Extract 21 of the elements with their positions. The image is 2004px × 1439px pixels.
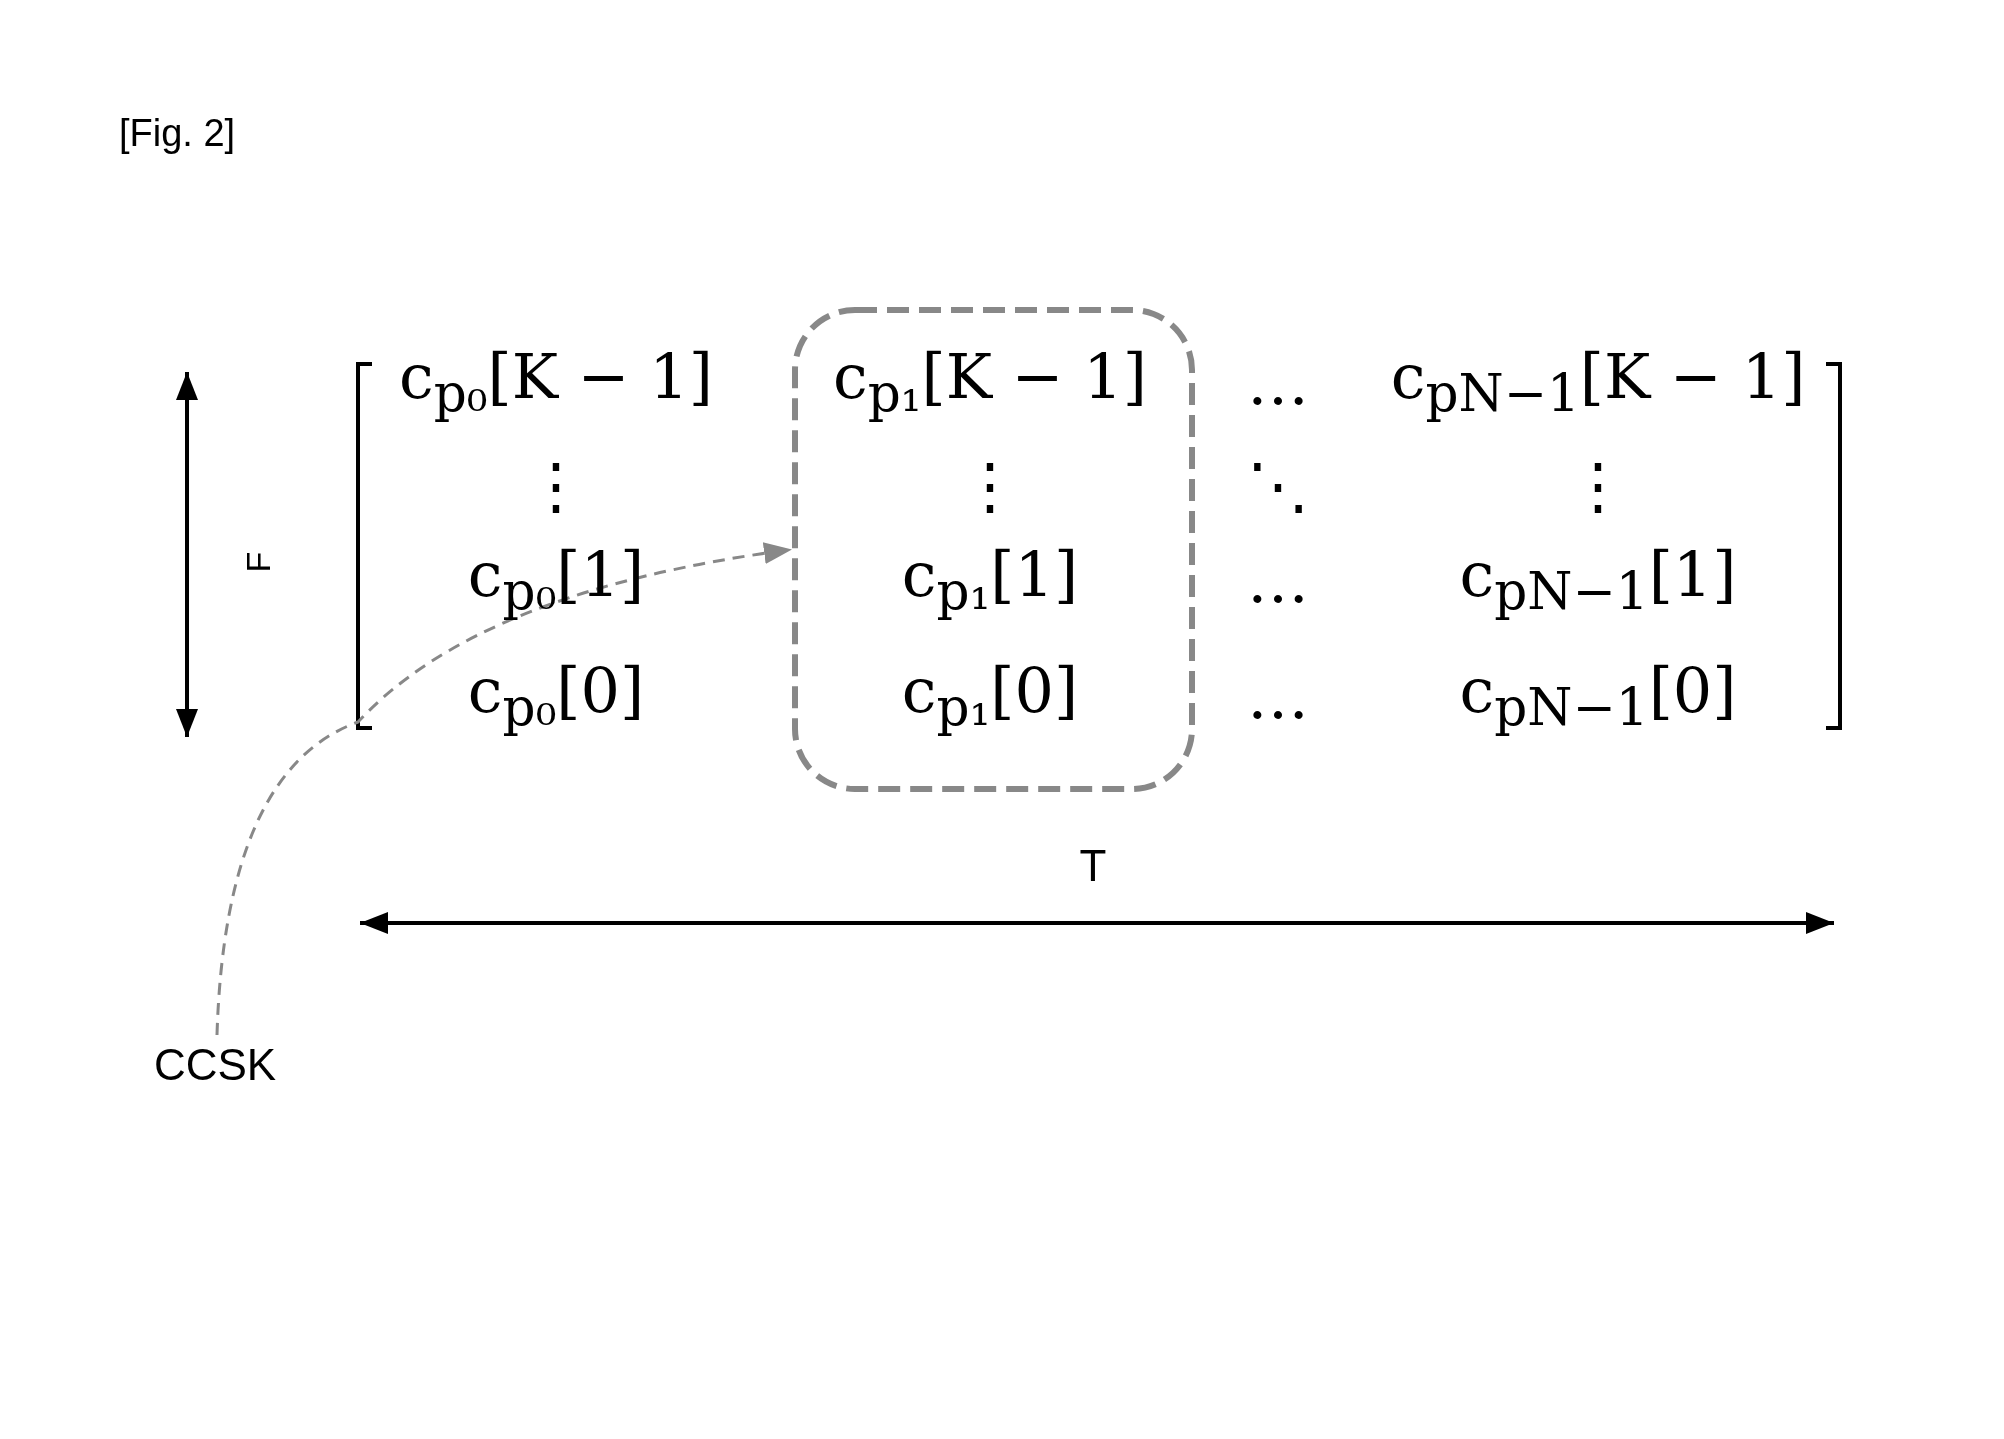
ellipsis: … [1247, 666, 1309, 728]
matrix-entry: c$_{p₀}$[1] [467, 543, 645, 619]
leader-line [215, 542, 793, 1036]
matrix-entry: c$_{p₀}$[0] [467, 659, 645, 735]
matrix-entry: c$_{p₀}$[K − 1] [399, 345, 713, 421]
ellipsis: ⋮ [1567, 455, 1629, 517]
matrix-entry: c$_{p₁}$[K − 1] [833, 345, 1147, 421]
matrix-entry: c$_{p₁}$[1] [901, 543, 1079, 619]
ellipsis: … [1247, 352, 1309, 414]
ellipsis: ⋮ [959, 455, 1021, 517]
axis-label: T [1079, 841, 1107, 891]
matrix-entry: c$_{pN−1}$[K − 1] [1390, 345, 1806, 421]
ellipsis: … [1247, 550, 1309, 612]
matrix-entry: c$_{pN−1}$[0] [1459, 659, 1737, 735]
figure-title: [Fig. 2] [119, 112, 236, 155]
axis-label: F [238, 551, 278, 573]
ellipsis: ⋮ [525, 455, 587, 517]
ellipsis: ⋱ [1247, 455, 1309, 517]
matrix-entry: c$_{pN−1}$[1] [1459, 543, 1737, 619]
matrix-entry: c$_{p₁}$[0] [901, 659, 1079, 735]
callout-text: CCSK [140, 1040, 290, 1090]
